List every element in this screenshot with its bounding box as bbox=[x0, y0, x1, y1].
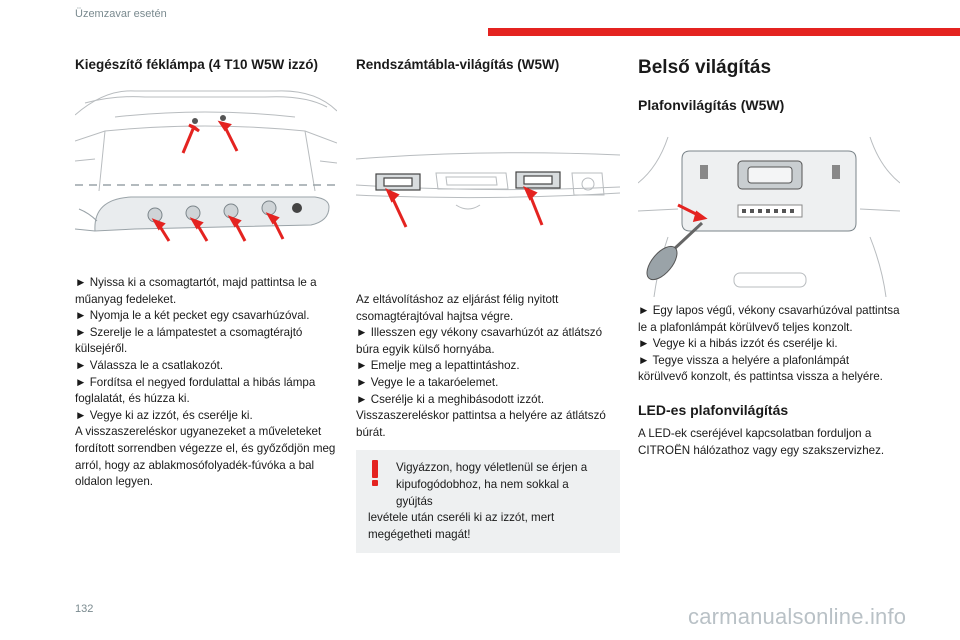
column-interior-lighting: Belső világítás Plafonvilágítás (W5W) bbox=[638, 55, 900, 459]
plate-lamp-step: ► Cserélje ki a meghibásodott izzót. bbox=[356, 392, 545, 406]
column-brake-lamp: Kiegészítő féklámpa (4 T10 W5W izzó) bbox=[75, 55, 337, 491]
watermark: carmanualsonline.info bbox=[688, 604, 907, 629]
ceiling-light-step: ► Tegye vissza a helyére a plafonlámpát … bbox=[638, 353, 883, 384]
brake-lamp-note: A visszaszereléskor ugyanezeket a művele… bbox=[75, 425, 336, 489]
interior-lighting-title: Belső világítás bbox=[638, 57, 772, 78]
plate-lamp-title: Rendszámtábla-világítás (W5W) bbox=[356, 57, 560, 72]
plate-lamp-step: Az eltávolításhoz az eljárást félig nyit… bbox=[356, 293, 559, 323]
plate-lamp-step: ► Emelje meg a lepattintáshoz. bbox=[356, 359, 520, 373]
ceiling-light-title: Plafonvilágítás (W5W) bbox=[638, 97, 785, 113]
brake-lamp-step: ► Vegye ki az izzót, és cserélje ki. bbox=[75, 408, 253, 422]
plate-lamp-step: ► Illesszen egy vékony csavarhúzót az át… bbox=[356, 326, 603, 356]
brake-lamp-step: ► Válassza le a csatlakozót. bbox=[75, 358, 224, 372]
ceiling-light-illustration bbox=[638, 136, 900, 297]
brake-lamp-illustration bbox=[75, 90, 337, 242]
warning-box: Vigyázzon, hogy véletlenül se érjen a ki… bbox=[356, 450, 620, 554]
brake-lamp-step: ► Fordítsa el negyed fordulattal a hibás… bbox=[75, 375, 316, 406]
brake-lamp-step: ► Nyissa ki a csomagtartót, majd pattint… bbox=[75, 276, 317, 306]
brake-lamp-step: ► Szerelje le a lámpatestet a csomagtéra… bbox=[75, 325, 303, 356]
led-light-title: LED-es plafonvilágítás bbox=[638, 401, 789, 418]
exclamation-icon bbox=[372, 460, 378, 487]
plate-lamp-illustration bbox=[356, 152, 620, 228]
plate-lamp-step: ► Vegye le a takaróelemet. bbox=[356, 375, 499, 389]
page-number: 132 bbox=[75, 603, 94, 615]
ceiling-light-step: ► Egy lapos végű, vékony csavarhúzóval p… bbox=[638, 304, 900, 334]
warning-text-line2: levétele után cseréli ki az izzót, mert … bbox=[368, 511, 555, 541]
brake-lamp-title: Kiegészítő féklámpa (4 T10 W5W izzó) bbox=[75, 57, 319, 72]
section-header: Üzemzavar esetén bbox=[75, 8, 167, 20]
column-plate-lamp: Rendszámtábla-világítás (W5W) Az eltávol… bbox=[356, 55, 620, 554]
ceiling-light-step: ► Vegye ki a hibás izzót és cserélje ki. bbox=[638, 337, 838, 351]
header-accent-bar bbox=[488, 28, 960, 36]
plate-lamp-note: Visszaszereléskor pattintsa a helyére az… bbox=[356, 409, 606, 439]
warning-text-line1: Vigyázzon, hogy véletlenül se érjen a ki… bbox=[396, 461, 588, 508]
led-light-text: A LED-ek cseréjével kapcsolatban fordulj… bbox=[638, 426, 885, 457]
brake-lamp-step: ► Nyomja le a két pecket egy csavarhúzóv… bbox=[75, 309, 310, 323]
